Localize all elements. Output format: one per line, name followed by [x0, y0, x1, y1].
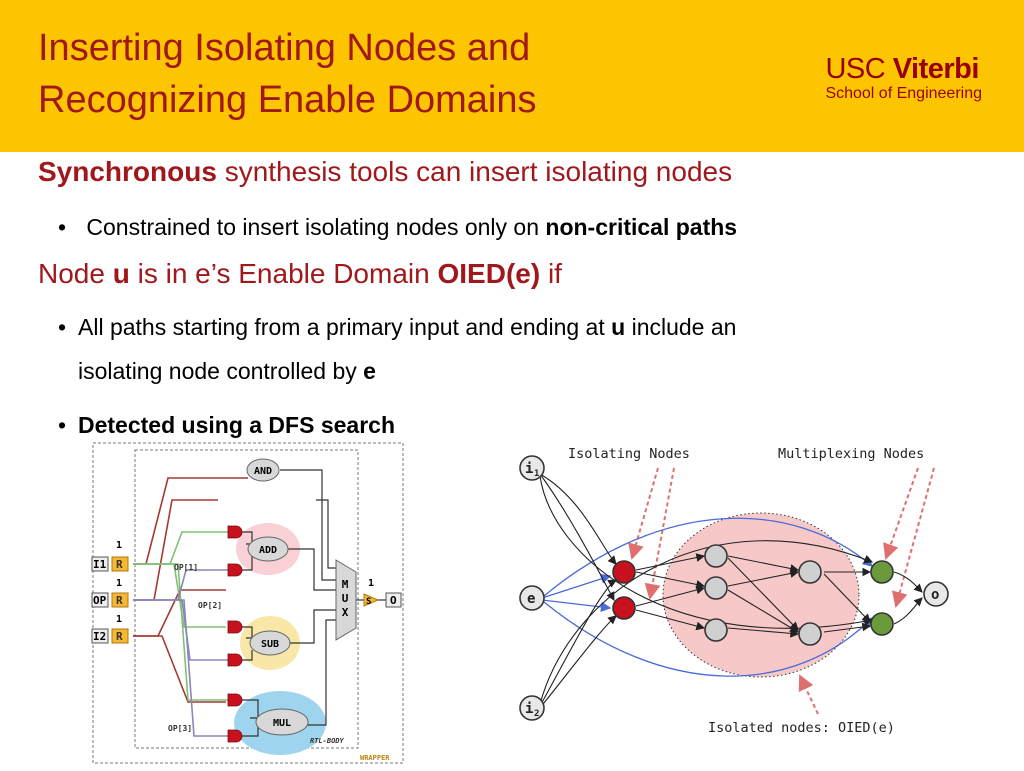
- latch-sub-2: [227, 653, 243, 667]
- output-register: [363, 593, 380, 607]
- isolated-node-3: [704, 618, 728, 642]
- and-node: [246, 458, 280, 482]
- multiplexing-node-1: [870, 560, 894, 584]
- title-line-1: Inserting Isolating Nodes and: [38, 27, 531, 69]
- output-o-box: [385, 592, 402, 608]
- isolated-region: [662, 512, 860, 678]
- svg-text:R: R: [116, 558, 123, 571]
- isolated-node-5: [798, 622, 822, 646]
- svg-text:WRAPPER: WRAPPER: [360, 754, 390, 762]
- svg-text:1: 1: [116, 614, 122, 625]
- isolated-node-4: [798, 560, 822, 584]
- svg-text:i: i: [525, 701, 533, 717]
- slide-header: Inserting Isolating Nodes and Recognizin…: [0, 0, 1024, 152]
- register-r2: [111, 592, 129, 608]
- svg-text:1: 1: [368, 578, 374, 589]
- output-node-o: [923, 581, 949, 607]
- svg-text:ADD: ADD: [259, 545, 277, 556]
- input-i1-box: [91, 556, 109, 572]
- svg-text:R: R: [116, 594, 123, 607]
- input-i2-box: [91, 628, 109, 644]
- svg-text:SUB: SUB: [261, 639, 279, 650]
- input-node-i1: [519, 455, 545, 481]
- enable-domain-graph: Isolating Nodes Multiplexing Nodes Isola…: [512, 438, 984, 746]
- bullet-all-paths-continued: isolating node controlled by e: [78, 358, 376, 384]
- isolated-node-1: [704, 544, 728, 568]
- mul-node: [255, 708, 309, 736]
- usc-viterbi-logo: USC Viterbi School of Engineering: [825, 53, 982, 102]
- input-op-box: [91, 592, 109, 608]
- latch-sub-1: [227, 620, 243, 634]
- svg-text:OP[1]: OP[1]: [174, 563, 198, 572]
- svg-text:OP[2]: OP[2]: [198, 601, 222, 610]
- heading-enable-domain: Node u is in e’s Enable Domain OIED(e) i…: [38, 258, 562, 289]
- svg-text:2: 2: [534, 709, 539, 719]
- svg-text:S: S: [366, 597, 371, 607]
- title-line-2: Recognizing Enable Domains: [38, 79, 537, 121]
- latch-add-2: [227, 563, 243, 577]
- isolating-nodes-label: Isolating Nodes: [568, 446, 690, 462]
- bullet-dfs-search: •Detected using a DFS search: [58, 412, 395, 438]
- svg-text:1: 1: [534, 469, 539, 479]
- svg-text:U: U: [342, 592, 349, 605]
- svg-text:o: o: [931, 587, 939, 603]
- svg-text:1: 1: [116, 578, 122, 589]
- svg-text:AND: AND: [254, 466, 272, 477]
- svg-text:i: i: [525, 461, 533, 477]
- svg-text:X: X: [342, 606, 349, 619]
- register-r1: [111, 556, 129, 572]
- latch-add-1: [227, 525, 243, 539]
- svg-text:I2: I2: [93, 630, 106, 643]
- isolating-node-2: [612, 596, 636, 620]
- slide-title: Inserting Isolating Nodes and Recognizin…: [38, 22, 537, 126]
- isolated-node-2: [704, 576, 728, 600]
- heading-synchronous: Synchronous synthesis tools can insert i…: [38, 156, 733, 187]
- isolated-nodes-label: Isolated nodes: OIED(e): [708, 720, 895, 736]
- multiplexing-node-2: [870, 612, 894, 636]
- svg-text:MUL: MUL: [273, 718, 291, 729]
- svg-text:RTL-BODY: RTL-BODY: [310, 737, 345, 745]
- mux-block: [335, 559, 357, 641]
- sub-node: [249, 630, 291, 656]
- input-node-e: [519, 585, 545, 611]
- isolating-node-1: [612, 560, 636, 584]
- latch-mul-2: [227, 729, 243, 743]
- rtl-body-border: [134, 449, 359, 749]
- rtl-wrapper-diagram: I1 OP I2 R R R 1 1 1 AND ADD SUB MUL M: [88, 440, 408, 766]
- svg-text:R: R: [116, 630, 123, 643]
- add-node: [247, 536, 289, 562]
- svg-text:M: M: [342, 578, 349, 591]
- register-r3: [111, 628, 129, 644]
- svg-text:O: O: [390, 594, 397, 607]
- svg-text:OP[3]: OP[3]: [168, 724, 192, 733]
- svg-text:e: e: [527, 591, 535, 607]
- bullet-all-paths: •All paths starting from a primary input…: [58, 314, 737, 340]
- latch-mul-1: [227, 693, 243, 707]
- bullet-constrained: • Constrained to insert isolating nodes …: [58, 214, 738, 240]
- input-node-i2: [519, 695, 545, 721]
- svg-text:OP: OP: [93, 594, 107, 607]
- multiplexing-nodes-label: Multiplexing Nodes: [778, 446, 924, 462]
- svg-text:I1: I1: [93, 558, 107, 571]
- svg-text:1: 1: [116, 540, 122, 551]
